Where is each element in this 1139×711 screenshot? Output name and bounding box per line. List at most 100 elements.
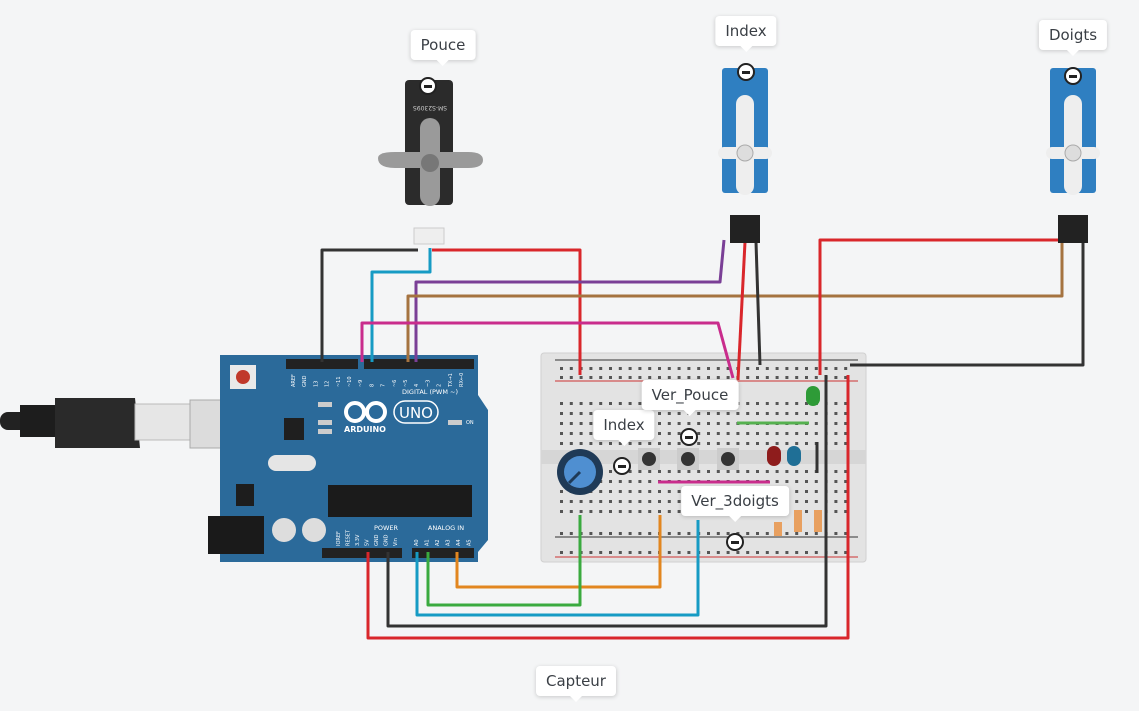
breadboard-hole[interactable] [746,412,750,415]
breadboard-hole[interactable] [746,470,750,473]
breadboard-hole[interactable] [687,422,691,425]
breadboard-hole[interactable] [834,532,838,535]
breadboard-hole[interactable] [765,412,769,415]
breadboard-hole[interactable] [687,470,691,473]
breadboard-hole[interactable] [648,470,652,473]
breadboard-hole[interactable] [775,367,779,370]
pin-icon[interactable] [680,428,698,446]
label-ver-3doigts[interactable]: Ver_3doigts [681,486,789,522]
breadboard-hole[interactable] [716,412,720,415]
breadboard-hole[interactable] [746,432,750,435]
pushbutton[interactable] [638,448,660,470]
breadboard-hole[interactable] [560,432,563,435]
breadboard-hole[interactable] [726,551,730,554]
breadboard-hole[interactable] [805,432,808,435]
breadboard-hole[interactable] [628,532,632,535]
breadboard-hole[interactable] [569,442,573,445]
breadboard-hole[interactable] [677,376,681,379]
breadboard-hole[interactable] [658,432,661,435]
breadboard-hole[interactable] [814,480,818,483]
breadboard-hole[interactable] [844,490,848,493]
breadboard-hole[interactable] [579,442,583,445]
breadboard-hole[interactable] [677,470,681,473]
breadboard-hole[interactable] [844,442,848,445]
breadboard-hole[interactable] [844,500,848,503]
breadboard-hole[interactable] [785,402,789,405]
breadboard-hole[interactable] [579,402,583,405]
breadboard-hole[interactable] [765,551,769,554]
breadboard-hole[interactable] [569,500,573,503]
led-green[interactable] [806,386,820,406]
breadboard-hole[interactable] [648,367,652,370]
breadboard-hole[interactable] [560,490,563,493]
breadboard-hole[interactable] [785,480,789,483]
breadboard-hole[interactable] [579,432,583,435]
breadboard-hole[interactable] [667,490,671,493]
breadboard-hole[interactable] [609,367,612,370]
breadboard-hole[interactable] [736,551,740,554]
breadboard-hole[interactable] [834,402,838,405]
breadboard-hole[interactable] [805,470,808,473]
breadboard-hole[interactable] [658,490,661,493]
breadboard-hole[interactable] [746,551,750,554]
breadboard-hole[interactable] [707,532,710,535]
breadboard-hole[interactable] [687,367,691,370]
breadboard-hole[interactable] [726,367,730,370]
breadboard-hole[interactable] [697,422,701,425]
breadboard-hole[interactable] [589,551,593,554]
breadboard-hole[interactable] [756,532,759,535]
breadboard-hole[interactable] [795,551,799,554]
breadboard-hole[interactable] [589,367,593,370]
breadboard-hole[interactable] [618,500,622,503]
breadboard-hole[interactable] [579,422,583,425]
breadboard-hole[interactable] [844,422,848,425]
breadboard-hole[interactable] [667,376,671,379]
resistor[interactable] [774,522,782,536]
pushbutton[interactable] [677,448,699,470]
breadboard-hole[interactable] [618,402,622,405]
breadboard-hole[interactable] [765,376,769,379]
breadboard-hole[interactable] [785,551,789,554]
wires[interactable] [320,238,1085,640]
breadboard-hole[interactable] [677,490,681,493]
label-index-pot[interactable]: Index [593,410,655,446]
breadboard-hole[interactable] [814,551,818,554]
breadboard-hole[interactable] [628,470,632,473]
breadboard-hole[interactable] [795,470,799,473]
breadboard-hole[interactable] [716,432,720,435]
breadboard-hole[interactable] [765,367,769,370]
breadboard-hole[interactable] [746,367,750,370]
label-ver-pouce[interactable]: Ver_Pouce [641,380,739,416]
breadboard-hole[interactable] [707,551,710,554]
breadboard-hole[interactable] [658,422,661,425]
breadboard-hole[interactable] [628,367,632,370]
breadboard-hole[interactable] [560,376,563,379]
breadboard-hole[interactable] [560,412,563,415]
breadboard-hole[interactable] [775,376,779,379]
breadboard-hole[interactable] [677,532,681,535]
breadboard-hole[interactable] [609,470,612,473]
breadboard-hole[interactable] [746,532,750,535]
breadboard-hole[interactable] [844,376,848,379]
breadboard-hole[interactable] [648,376,652,379]
breadboard-hole[interactable] [628,510,632,513]
breadboard-hole[interactable] [638,500,642,503]
breadboard-hole[interactable] [677,367,681,370]
potentiometer[interactable] [557,449,603,495]
breadboard-hole[interactable] [560,367,563,370]
servo-doigts[interactable] [1046,68,1100,243]
breadboard-hole[interactable] [648,500,652,503]
breadboard-hole[interactable] [716,442,720,445]
breadboard-hole[interactable] [609,500,612,503]
breadboard-hole[interactable] [667,551,671,554]
breadboard-hole[interactable] [609,376,612,379]
breadboard-hole[interactable] [667,500,671,503]
breadboard-hole[interactable] [589,432,593,435]
breadboard-hole[interactable] [707,412,710,415]
breadboard-hole[interactable] [658,367,661,370]
pin-icon[interactable] [1064,67,1082,85]
label-doigts[interactable]: Doigts [1038,20,1108,56]
breadboard-hole[interactable] [579,500,583,503]
breadboard-hole[interactable] [589,402,593,405]
breadboard-hole[interactable] [648,480,652,483]
